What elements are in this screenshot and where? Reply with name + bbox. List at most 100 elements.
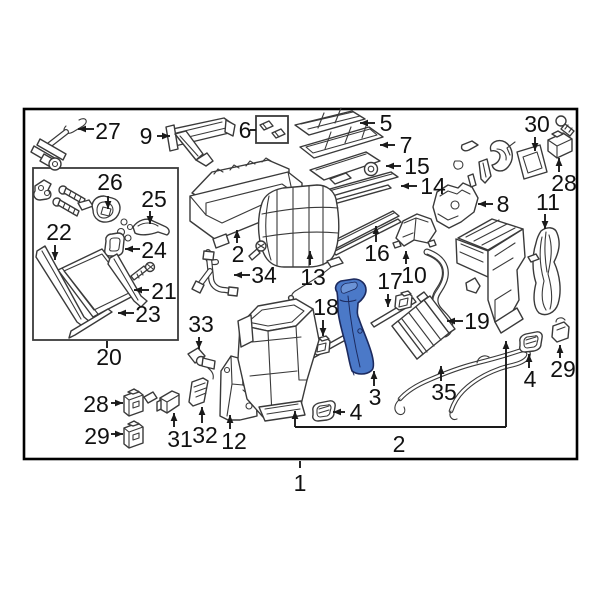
part-7-grille[interactable] — [299, 122, 384, 159]
part-29-resistor[interactable] — [123, 420, 144, 449]
part-21-bolt[interactable] — [130, 261, 156, 281]
callout-4b[interactable]: 4 — [524, 354, 537, 392]
callout-6[interactable]: 6 — [239, 117, 256, 143]
part-number-label[interactable]: 4 — [350, 399, 363, 425]
callout-28b[interactable]: 28 — [83, 391, 123, 417]
part-4-grommet-left[interactable] — [312, 400, 336, 422]
part-number-label[interactable]: 12 — [221, 428, 247, 454]
part-expansion-valve[interactable] — [33, 179, 52, 201]
part-number-label[interactable]: 28 — [551, 170, 577, 196]
part-number-label[interactable]: 17 — [377, 268, 403, 294]
callout-30[interactable]: 30 — [524, 111, 550, 151]
callout-8[interactable]: 8 — [478, 191, 509, 217]
callout-33[interactable]: 33 — [188, 311, 214, 349]
part-number-label[interactable]: 20 — [96, 344, 122, 370]
part-number-label[interactable]: 34 — [251, 262, 277, 288]
callout-7[interactable]: 7 — [380, 132, 412, 158]
part-number-label[interactable]: 18 — [313, 294, 339, 320]
callout-16[interactable]: 16 — [364, 226, 390, 266]
part-number-label[interactable]: 21 — [151, 278, 177, 304]
part-number-label[interactable]: 26 — [97, 169, 123, 195]
part-number-label[interactable]: 23 — [135, 301, 161, 327]
part-number-label[interactable]: 16 — [364, 240, 390, 266]
part-17-rod[interactable] — [370, 290, 417, 328]
part-34-hose[interactable] — [191, 250, 239, 297]
part-number-label[interactable]: 29 — [550, 356, 576, 382]
callout-1[interactable]: 1 — [294, 461, 307, 496]
part-28-resistor[interactable] — [123, 388, 144, 417]
callout-29b[interactable]: 29 — [550, 345, 576, 382]
callout-23[interactable]: 23 — [118, 301, 161, 327]
part-case-lower[interactable] — [237, 298, 320, 422]
callout-21[interactable]: 21 — [134, 278, 177, 304]
callout-18[interactable]: 18 — [313, 294, 339, 336]
callout-32[interactable]: 32 — [192, 407, 218, 448]
part-number-label[interactable]: 32 — [192, 422, 218, 448]
part-number-label[interactable]: 22 — [46, 219, 72, 245]
callout-3[interactable]: 3 — [369, 371, 382, 410]
part-number-label[interactable]: 13 — [300, 264, 326, 290]
callout-24[interactable]: 24 — [125, 237, 167, 263]
part-small-plate[interactable] — [143, 391, 158, 404]
callout-25[interactable]: 25 — [141, 186, 167, 224]
part-number-label[interactable]: 19 — [464, 308, 490, 334]
part-13-wire[interactable] — [287, 256, 344, 302]
callout-19[interactable]: 19 — [447, 308, 490, 334]
part-number-label[interactable]: 11 — [536, 189, 560, 215]
part-31[interactable] — [156, 390, 180, 414]
callout-13[interactable]: 13 — [300, 251, 326, 290]
part-23-seal[interactable] — [68, 308, 113, 339]
part-5-grille[interactable] — [294, 107, 366, 136]
part-number-label[interactable]: 33 — [188, 311, 214, 337]
part-21-seal[interactable] — [107, 253, 148, 308]
callout-5[interactable]: 5 — [360, 110, 392, 136]
part-bolts[interactable] — [52, 185, 86, 217]
part-4-grommet-right[interactable] — [519, 331, 543, 353]
callout-22[interactable]: 22 — [46, 219, 72, 260]
part-number-label[interactable]: 25 — [141, 186, 167, 212]
part-number-label[interactable]: 9 — [140, 123, 153, 149]
part-15-grille[interactable] — [309, 151, 381, 185]
callout-14[interactable]: 14 — [401, 173, 446, 199]
part-number-label[interactable]: 29 — [84, 423, 110, 449]
part-number-label[interactable]: 24 — [141, 237, 167, 263]
callout-29a[interactable]: 29 — [84, 423, 123, 449]
callout-9[interactable]: 9 — [140, 123, 170, 149]
callout-15[interactable]: 15 — [386, 153, 430, 179]
part-number-label[interactable]: 2 — [232, 241, 245, 267]
callout-35[interactable]: 35 — [431, 366, 457, 405]
part-number-label[interactable]: 2 — [393, 431, 406, 457]
part-29-clip-right[interactable] — [551, 317, 570, 343]
part-10-bracket[interactable] — [392, 213, 437, 249]
part-number-label[interactable]: 5 — [380, 110, 393, 136]
callout-12[interactable]: 12 — [221, 415, 247, 454]
callout-17[interactable]: 17 — [377, 268, 403, 307]
part-11-panel[interactable] — [532, 227, 561, 316]
part-number-label[interactable]: 28 — [83, 391, 109, 417]
callout-26[interactable]: 26 — [97, 169, 123, 209]
callout-20[interactable]: 20 — [96, 341, 122, 370]
part-35-harness[interactable] — [394, 347, 531, 420]
callout-4a[interactable]: 4 — [333, 399, 363, 425]
callout-31[interactable]: 31 — [167, 413, 193, 452]
part-number-label[interactable]: 35 — [431, 379, 457, 405]
part-3-highlighted[interactable] — [334, 278, 375, 376]
part-30-frame[interactable] — [506, 141, 548, 180]
part-9-bracket[interactable] — [165, 117, 236, 167]
part-2-case-right[interactable] — [455, 218, 540, 334]
part-number-label[interactable]: 27 — [95, 118, 121, 144]
part-number-label[interactable]: 8 — [497, 191, 510, 217]
callout-10[interactable]: 10 — [401, 251, 427, 288]
part-number-label[interactable]: 6 — [239, 117, 252, 143]
callout-11[interactable]: 11 — [536, 189, 560, 229]
part-number-label[interactable]: 14 — [420, 173, 446, 199]
callout-27[interactable]: 27 — [78, 118, 121, 144]
callout-34[interactable]: 34 — [234, 262, 277, 288]
part-27-tube[interactable] — [30, 118, 87, 171]
part-13-bolt[interactable] — [248, 240, 267, 261]
part-8-hardware[interactable] — [453, 139, 513, 188]
part-number-label[interactable]: 3 — [369, 384, 382, 410]
part-13-blower-drum[interactable] — [257, 184, 340, 268]
callout-2a[interactable]: 2 — [232, 230, 245, 267]
part-32[interactable] — [188, 377, 209, 407]
